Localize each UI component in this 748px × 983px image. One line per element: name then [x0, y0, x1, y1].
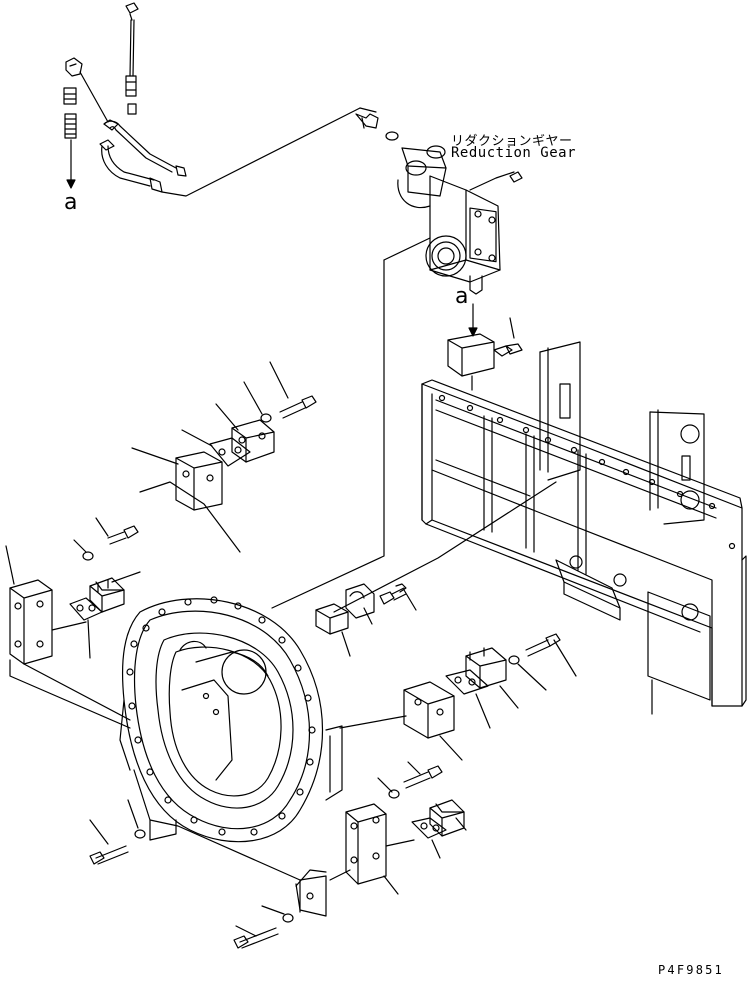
connection-label-a-top: a [64, 190, 78, 215]
gear-inlet-fitting [356, 114, 398, 140]
upper-clamp-set [132, 362, 316, 552]
left-clamp-set [6, 518, 140, 720]
connection-label-a-mid: a [455, 284, 469, 309]
connection-arrow-a [469, 304, 477, 336]
right-lower-clamp-set [340, 634, 576, 760]
mounting-frame [422, 342, 746, 714]
reduction-gear [398, 146, 522, 294]
reduction-gear-label-en: Reduction Gear [451, 145, 577, 161]
drawing-code: P4F9851 [658, 963, 724, 977]
lower-clamp-set [330, 762, 466, 894]
hose-assembly [64, 3, 376, 196]
flange-housing [120, 597, 342, 916]
lower-left-bolts [90, 800, 293, 948]
valve-block [448, 318, 522, 390]
center-clamp-set [316, 482, 556, 656]
reduction-gear-label-jp: リダクションギヤー [451, 134, 573, 149]
assembly-leader-lines [10, 238, 430, 728]
